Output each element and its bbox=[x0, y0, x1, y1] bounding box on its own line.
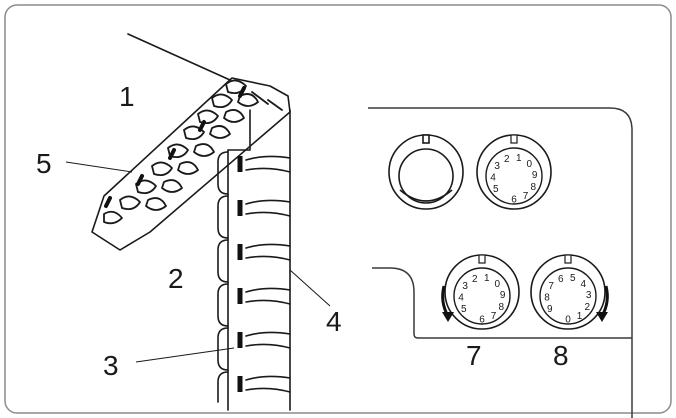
figure-border bbox=[4, 4, 672, 414]
callout-8: 8 bbox=[553, 340, 569, 371]
dial-digit: 2 bbox=[585, 302, 591, 313]
dial-digit: 1 bbox=[484, 273, 490, 284]
callout-3: 3 bbox=[103, 350, 119, 381]
leader-lines bbox=[65, 161, 331, 363]
diagonal-loops bbox=[103, 79, 283, 225]
dial-digit: 3 bbox=[494, 161, 500, 172]
diagonal-stitch-marks bbox=[104, 86, 246, 208]
dial-digit: 8 bbox=[499, 302, 505, 313]
dial-digit: 5 bbox=[493, 184, 499, 195]
dial-digit: 0 bbox=[527, 159, 533, 170]
dial-digit: 9 bbox=[532, 170, 538, 181]
leader-5 bbox=[65, 161, 133, 173]
dial-digit: 3 bbox=[586, 290, 592, 301]
dial-digit: 8 bbox=[531, 182, 537, 193]
panel-outline-top bbox=[368, 107, 633, 418]
callout-5: 5 bbox=[36, 148, 52, 179]
callout-7: 7 bbox=[466, 340, 482, 371]
plain-knob bbox=[388, 134, 464, 210]
dial-digit: 6 bbox=[511, 195, 517, 206]
dial-digit: 5 bbox=[461, 304, 467, 315]
dial-digit: 7 bbox=[491, 311, 497, 322]
callout-1: 1 bbox=[119, 81, 135, 112]
dial-digit: 9 bbox=[547, 304, 553, 315]
dial-digit: 8 bbox=[544, 292, 550, 303]
dial-digit: 7 bbox=[523, 191, 529, 202]
dial-digit: 6 bbox=[558, 274, 564, 285]
dial-digit: 5 bbox=[570, 273, 576, 284]
dial-digit: 1 bbox=[516, 153, 522, 164]
vertical-loops bbox=[217, 151, 291, 403]
callout-2: 2 bbox=[168, 263, 184, 294]
fabric-illustration bbox=[91, 33, 291, 411]
leader-3 bbox=[135, 347, 235, 363]
dial-digit: 4 bbox=[581, 279, 587, 290]
thread-line bbox=[127, 33, 231, 81]
dial-digit: 2 bbox=[472, 274, 478, 285]
dial-digit: 7 bbox=[548, 281, 554, 292]
dial-digit: 4 bbox=[490, 172, 496, 183]
machine-panel bbox=[368, 107, 633, 418]
callout-4: 4 bbox=[326, 306, 342, 337]
dial-digit: 4 bbox=[458, 292, 464, 303]
dial-digit: 2 bbox=[504, 154, 510, 165]
dial-digit: 0 bbox=[495, 279, 501, 290]
dial-digit: 3 bbox=[462, 281, 468, 292]
dial-digit: 1 bbox=[577, 311, 583, 322]
leader-4 bbox=[289, 269, 331, 307]
dial-digit: 0 bbox=[565, 315, 571, 326]
panel-outline-inner bbox=[372, 267, 632, 339]
dial-digit: 9 bbox=[500, 290, 506, 301]
dial-digit: 6 bbox=[479, 315, 485, 326]
